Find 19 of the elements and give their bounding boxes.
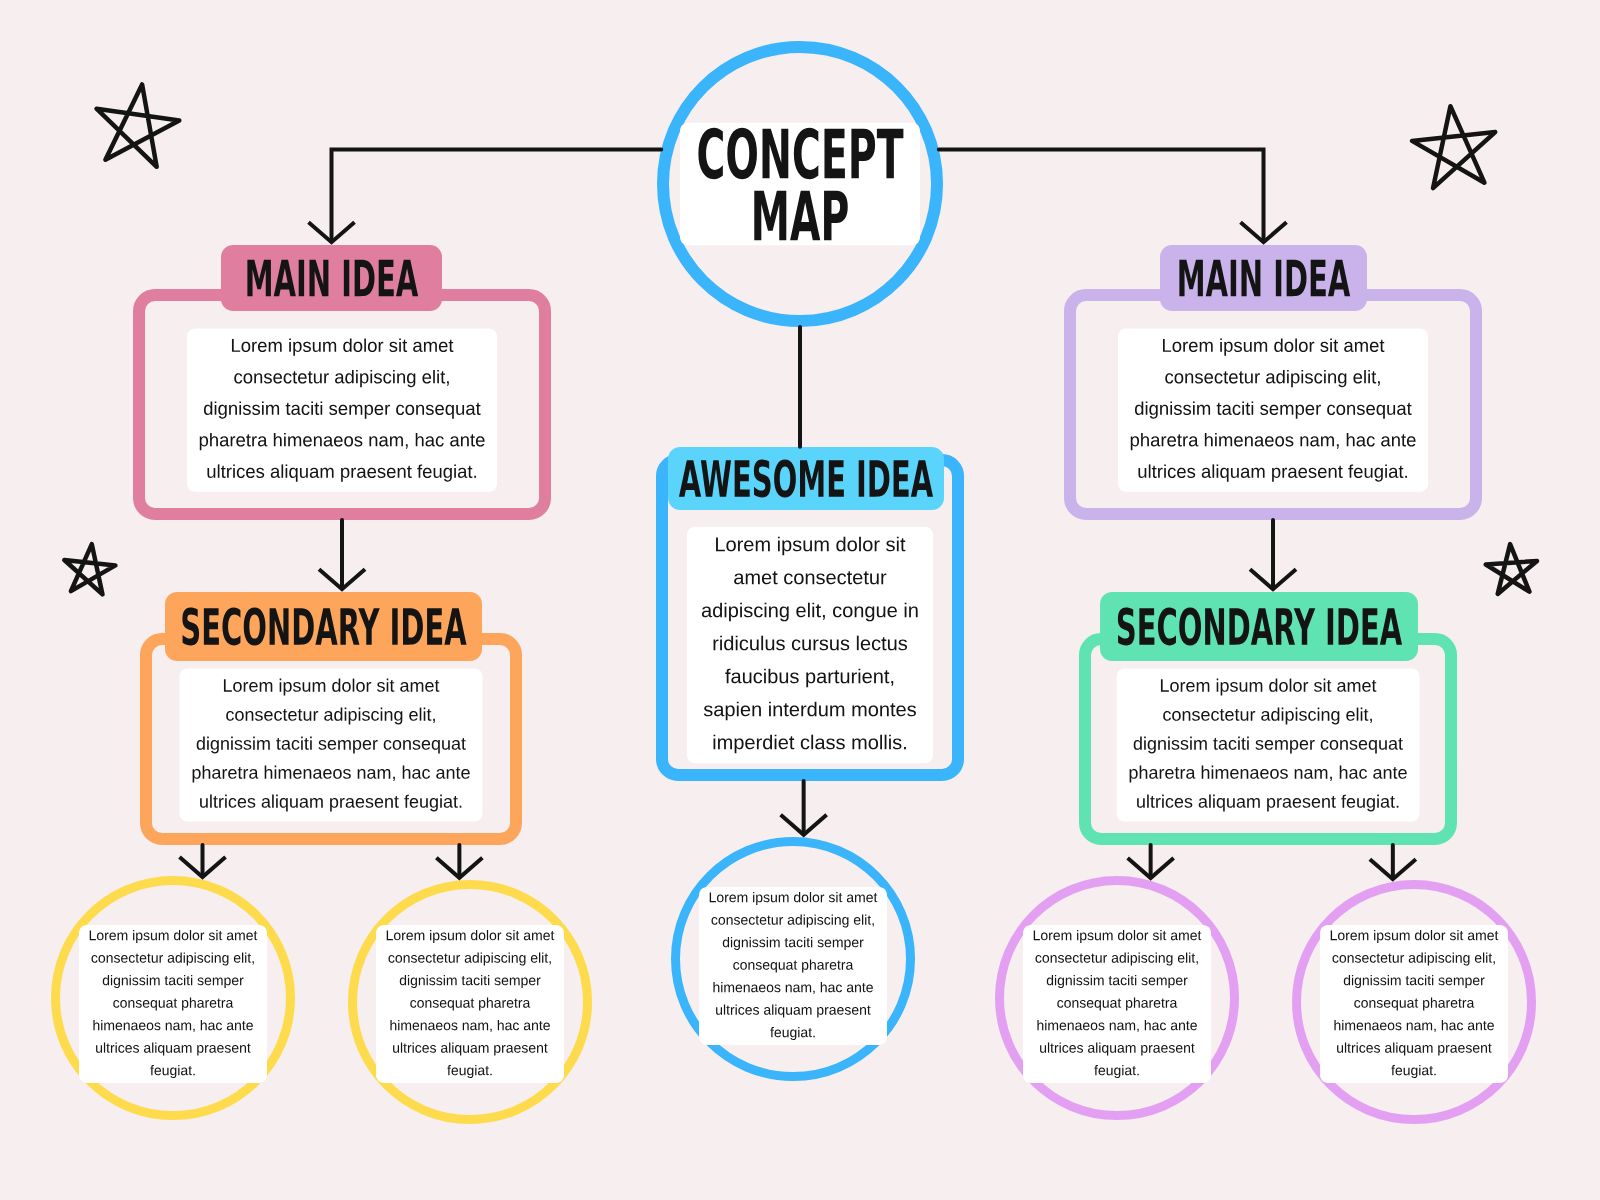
body-text: Lorem ipsum dolor sit amet consectetur adipiscing elit, dignissim taciti semper consequat pharetra himenaeos nam, hac ante ultrices aliquam praesent feugiat. (79, 925, 267, 1084)
body-text: Lorem ipsum dolor sit amet consectetur adipiscing elit, congue in ridiculus cursus lectus faucibus parturient, sapien interdum montes imperdiet class mollis. (687, 526, 933, 764)
header-tab: AWESOME IDEA (668, 447, 944, 510)
connector-line (798, 325, 802, 449)
body-text: Lorem ipsum dolor sit amet consectetur adipiscing elit, dignissim taciti semper consequat pharetra himenaeos nam, hac ante ultrices aliquam praesent feugiat. (179, 668, 483, 822)
header-tab: MAIN IDEA (221, 245, 442, 311)
title-text: CONCEPT MAP (680, 122, 920, 246)
header-tab: MAIN IDEA (1160, 245, 1367, 311)
arrow (936, 147, 1288, 245)
body-text: Lorem ipsum dolor sit amet consectetur adipiscing elit, dignissim taciti semper consequat pharetra himenaeos nam, hac ante ultrices aliquam praesent feugiat. (1118, 328, 1428, 492)
body-text: Lorem ipsum dolor sit amet consectetur adipiscing elit, dignissim taciti semper consequat pharetra himenaeos nam, hac ante ultrices aliquam praesent feugiat. (699, 887, 887, 1046)
header-tab: SECONDARY IDEA (165, 592, 482, 661)
arrow (307, 147, 664, 245)
header-tab: SECONDARY IDEA (1100, 592, 1418, 661)
body-text: Lorem ipsum dolor sit amet consectetur adipiscing elit, dignissim taciti semper consequat pharetra himenaeos nam, hac ante ultrices aliquam praesent feugiat. (1023, 925, 1211, 1084)
body-text: Lorem ipsum dolor sit amet consectetur adipiscing elit, dignissim taciti semper consequat pharetra himenaeos nam, hac ante ultrices aliquam praesent feugiat. (376, 925, 564, 1084)
body-text: Lorem ipsum dolor sit amet consectetur adipiscing elit, dignissim taciti semper consequat pharetra himenaeos nam, hac ante ultrices aliquam praesent feugiat. (187, 328, 497, 492)
body-text: Lorem ipsum dolor sit amet consectetur adipiscing elit, dignissim taciti semper consequat pharetra himenaeos nam, hac ante ultrices aliquam praesent feugiat. (1320, 925, 1508, 1084)
body-text: Lorem ipsum dolor sit amet consectetur adipiscing elit, dignissim taciti semper consequat pharetra himenaeos nam, hac ante ultrices aliquam praesent feugiat. (1116, 668, 1420, 822)
